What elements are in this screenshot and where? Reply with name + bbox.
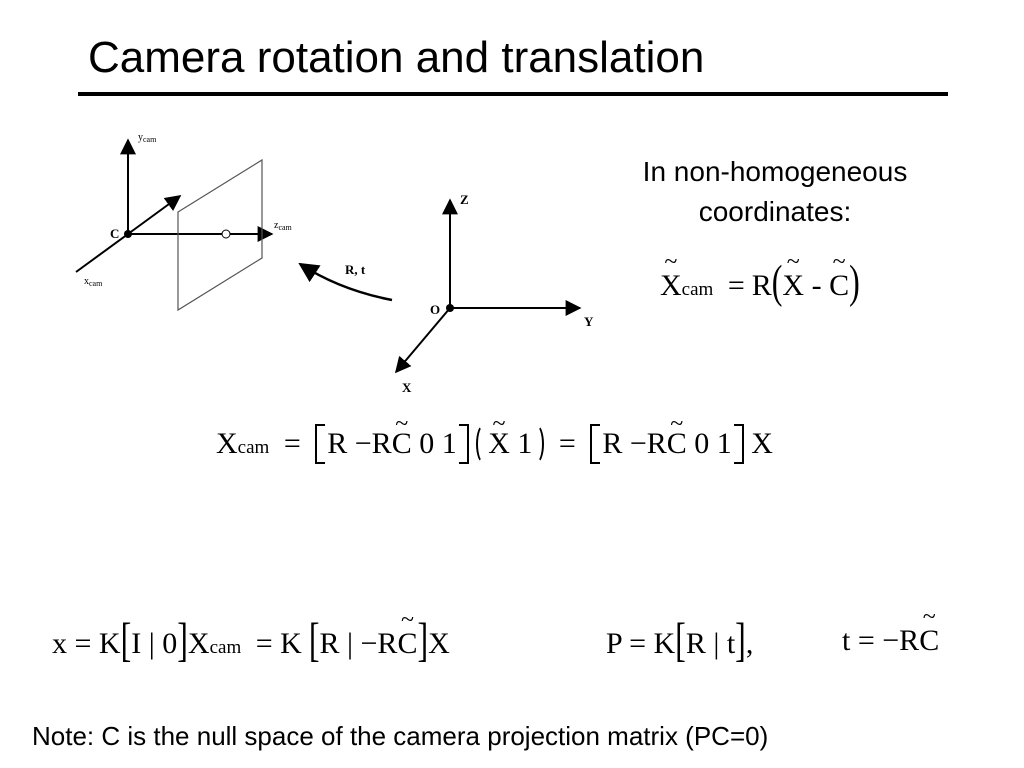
label-ycam: ycam xyxy=(138,132,157,144)
matrix-1-cell: R xyxy=(327,427,348,460)
eq-proj-part2: = K xyxy=(255,627,302,660)
matrix-2-cell: 1 xyxy=(716,427,732,460)
eq-p-definition: P = K[R | t], xyxy=(606,612,754,666)
matrix-1-cell: 0 xyxy=(419,427,435,460)
eq-p-comma: , xyxy=(745,627,754,660)
tilde-c: C xyxy=(392,424,412,464)
eq-projection: x = K[I | 0]Xcam = K[R | −RC]X xyxy=(52,612,450,666)
eq-proj-b2-open: [ xyxy=(308,611,320,666)
eq-proj-xcam-sub: cam xyxy=(209,637,242,658)
transform-arrow xyxy=(298,262,393,302)
eq-noncam-close: ) xyxy=(849,255,860,308)
label-zcam: zcam xyxy=(274,220,293,232)
eq-proj-b2-close: ] xyxy=(417,611,429,666)
eq-proj-xcam: X xyxy=(187,627,210,660)
eq-noncam-x: X xyxy=(782,269,804,303)
eq-p-content: R | t xyxy=(685,627,736,660)
label-xcam: xcam xyxy=(84,276,103,288)
matrix-1-cell: 1 xyxy=(441,427,457,460)
eq-proj-b2-c: C xyxy=(397,627,417,661)
eq-proj-b1-open: [ xyxy=(120,611,132,666)
vector-cell: 1 xyxy=(517,427,533,460)
camera-center-dot xyxy=(124,230,132,238)
eq-proj-b1-content: I | 0 xyxy=(131,627,178,660)
label-camera-center: C xyxy=(110,226,119,241)
tilde-c: C xyxy=(667,424,687,464)
principal-point xyxy=(221,229,231,239)
camera-world-diagram: ycam zcam xcam C R, t Z Y X O xyxy=(75,132,594,395)
eq-noncam-open: ( xyxy=(771,255,783,308)
matrix-1: R −RC 0 1 xyxy=(315,424,470,464)
slide-title: Camera rotation and translation xyxy=(88,33,705,82)
xcam-axis xyxy=(75,233,129,273)
eq-p-eq: P = K xyxy=(606,627,676,660)
vector: X 1 xyxy=(476,424,545,464)
eq-proj-b1-close: ] xyxy=(177,611,188,666)
world-x-axis xyxy=(394,307,451,374)
eq-matrix-lhs: X xyxy=(216,427,238,460)
eq-matrix-lhs-group: Xcam xyxy=(216,427,269,461)
eq-t-definition: t = −RC xyxy=(842,624,939,658)
eq-matrix-rhs: X xyxy=(751,427,773,460)
label-world-y: Y xyxy=(584,314,594,329)
intro-text: In non-homogeneous coordinates: xyxy=(642,156,908,227)
world-origin-dot xyxy=(446,304,454,312)
eq-noncam-r: R xyxy=(751,269,772,302)
eq-noncam-minus: - xyxy=(811,269,822,302)
eq-matrix-lhs-sub: cam xyxy=(237,437,270,458)
eq-noncam-lhs: X xyxy=(660,269,682,303)
eq-noncam-equals: = xyxy=(727,269,745,302)
eq-matrix-equals-2: = xyxy=(558,427,576,460)
matrix-2-cell: −RC xyxy=(630,427,687,460)
eq-t-c: C xyxy=(919,624,939,658)
eq-proj-b2-pre: R | −R xyxy=(319,627,398,660)
eq-p-close: ] xyxy=(735,611,746,666)
eq-proj-tail: X xyxy=(428,627,450,660)
title-underline xyxy=(78,92,948,96)
label-world-x: X xyxy=(402,380,412,395)
eq-matrix: Xcam = R −RC 0 1 X 1 = R −RC 0 1 X xyxy=(216,424,773,464)
label-transform: R, t xyxy=(345,262,366,277)
eq-p-open: [ xyxy=(675,611,686,666)
eq-noncam-c: C xyxy=(829,269,849,303)
matrix-1-cell: −RC xyxy=(355,427,412,460)
xcam-arrow xyxy=(127,195,182,235)
eq-noncam-lhs-sub: cam xyxy=(681,279,714,300)
eq-proj-part1: x = K xyxy=(52,627,121,660)
label-world-origin: O xyxy=(430,302,440,317)
eq-noncam: Xcam =R(X - C) xyxy=(660,255,860,307)
image-plane xyxy=(177,158,263,312)
slide-note: Note: C is the null space of the camera … xyxy=(32,721,769,751)
matrix-2-cell: 0 xyxy=(694,427,710,460)
label-world-z: Z xyxy=(460,192,469,207)
eq-matrix-equals-1: = xyxy=(283,427,301,460)
matrix-2-cell: R xyxy=(602,427,623,460)
vector-cell: X xyxy=(488,427,510,460)
matrix-2: R −RC 0 1 xyxy=(590,424,745,464)
eq-t-eq: t = −R xyxy=(842,624,920,657)
